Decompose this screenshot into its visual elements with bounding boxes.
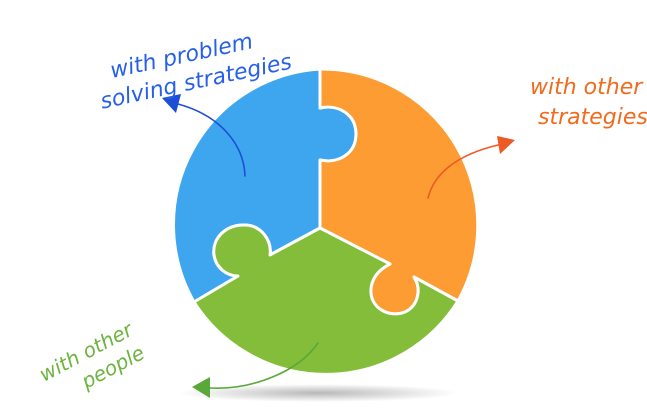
arrow-blue-line: [177, 103, 246, 177]
label-other-people: with other people: [35, 316, 148, 393]
arrow-orange-head: [497, 136, 515, 154]
arrow-blue-head: [162, 94, 181, 113]
arrow-green-line: [209, 342, 319, 389]
arrow-orange-line: [427, 144, 499, 199]
arrow-green-head: [192, 377, 210, 398]
circle-shadow: [178, 384, 458, 402]
puzzle-piece-green: [192, 223, 460, 376]
label-other-strategies-line1: with other: [530, 75, 644, 100]
label-other-strategies: with other strategies: [530, 75, 647, 130]
label-other-strategies-line2: strategies: [538, 105, 647, 130]
